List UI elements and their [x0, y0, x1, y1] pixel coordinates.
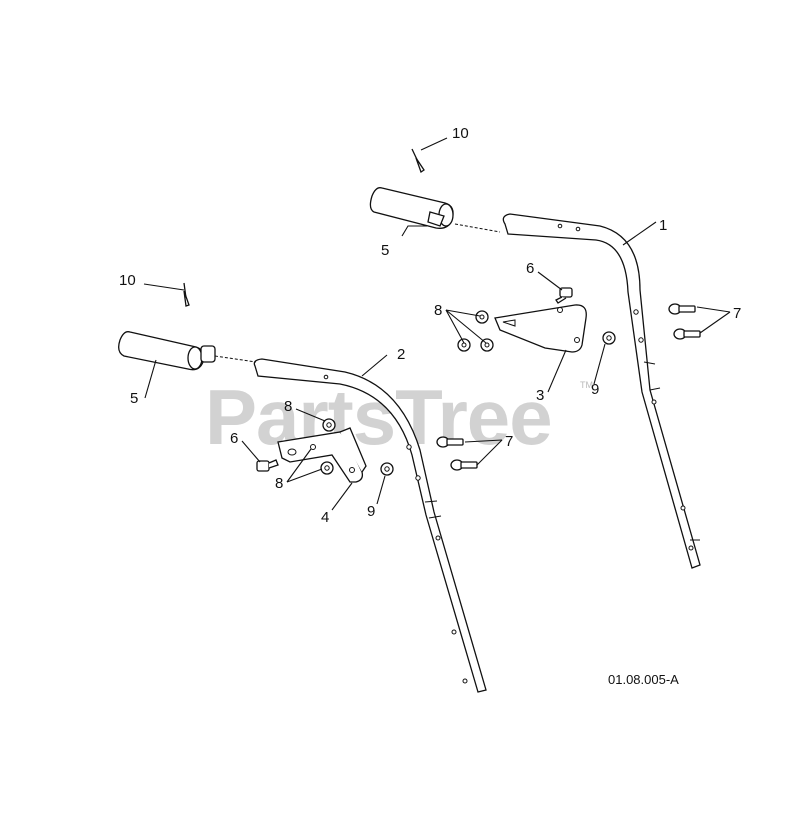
- washer-8-lower-bottom: [320, 461, 334, 475]
- watermark-trademark: TM: [580, 380, 593, 390]
- callout-4: 4: [321, 509, 329, 526]
- callout-6-upper: 6: [526, 260, 534, 277]
- callout-6-lower: 6: [230, 430, 238, 447]
- callout-5-upper: 5: [381, 242, 389, 259]
- callout-9-upper: 9: [591, 381, 599, 398]
- callout-5-lower: 5: [130, 390, 138, 407]
- washer-9-lower: [380, 462, 394, 476]
- callout-3: 3: [536, 387, 544, 404]
- callout-8-upper: 8: [434, 302, 442, 319]
- bracket-3: [494, 304, 587, 353]
- callout-9-lower: 9: [367, 503, 375, 520]
- bolt-6-lower: [256, 459, 279, 472]
- lower-grip-5: [118, 331, 257, 371]
- callout-2: 2: [397, 346, 405, 363]
- bolts-7-upper: [668, 303, 701, 340]
- callout-1: 1: [659, 217, 667, 234]
- callout-10-lower: 10: [119, 272, 136, 289]
- upper-grip-5: [369, 187, 501, 233]
- pin-10-lower: [183, 282, 190, 307]
- washer-9-upper: [602, 331, 616, 345]
- bolts-7-lower: [436, 436, 478, 471]
- washer-8-lower-top: [322, 418, 336, 432]
- upper-handle-1: [502, 213, 701, 569]
- callout-8-lower: 8: [275, 475, 283, 492]
- pin-10-upper: [411, 148, 425, 174]
- callout-8-lower-top: 8: [284, 398, 292, 415]
- callout-10-upper: 10: [452, 125, 469, 142]
- callout-7-lower: 7: [505, 433, 513, 450]
- leader-lines: [143, 137, 731, 511]
- bolt-6-upper: [555, 287, 573, 304]
- callout-7-upper: 7: [733, 305, 741, 322]
- diagram-code: 01.08.005-A: [608, 672, 679, 687]
- washers-8-upper: [457, 310, 494, 352]
- bracket-4: [277, 427, 367, 483]
- lower-handle-2: [253, 358, 487, 693]
